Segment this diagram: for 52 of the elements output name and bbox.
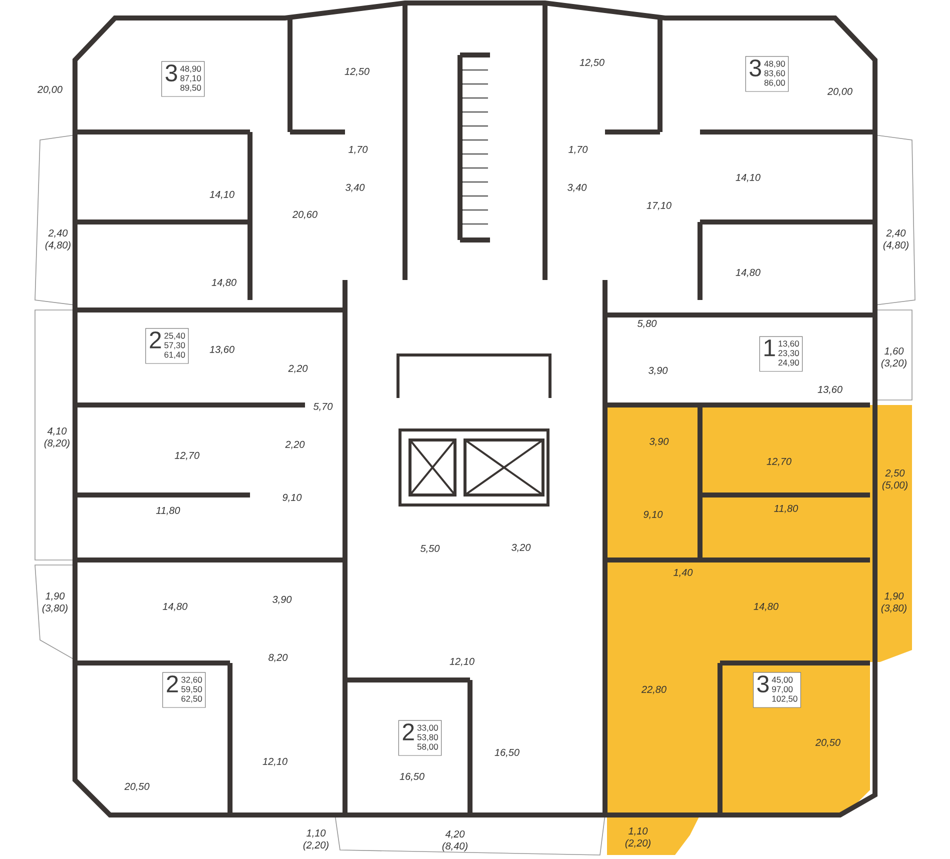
- area-label: 3,90: [648, 366, 668, 376]
- area-label: 5,80: [638, 320, 657, 328]
- area-label: 9,10: [644, 510, 663, 520]
- area-label: 14,80: [754, 602, 778, 612]
- area-label: 9,10: [282, 494, 302, 502]
- area-label: 14,10: [736, 174, 760, 182]
- area-label: 3,40: [568, 184, 587, 192]
- area-label: 1,60 (3,20): [881, 347, 906, 369]
- area-label: 2,40 (4,80): [45, 229, 70, 251]
- area-label: 20,00: [37, 86, 62, 94]
- area-label: 22,80: [641, 686, 666, 694]
- area-label: 2,20: [288, 364, 308, 374]
- area-label: 1,70: [568, 146, 588, 154]
- area-label: 12,70: [766, 458, 792, 466]
- area-label: 3,90: [650, 438, 669, 446]
- area-label: 1,90 (3,80): [881, 592, 906, 614]
- area-label: 11,80: [156, 506, 180, 516]
- area-label: 12,50: [580, 58, 604, 68]
- area-label: 3,90: [272, 596, 292, 604]
- area-label: 13,60: [210, 346, 234, 354]
- area-label: 12,10: [262, 758, 288, 766]
- area-label: 3,40: [346, 184, 365, 192]
- area-label: 17,10: [646, 202, 672, 210]
- area-label: 5,70: [314, 402, 333, 412]
- area-label: 12,10: [450, 658, 474, 666]
- area-label: 5,50: [420, 544, 440, 554]
- area-label: 2,20: [285, 440, 305, 450]
- area-label: 11,80: [774, 504, 798, 514]
- area-label: 1,10 (2,20): [625, 827, 650, 848]
- area-label: 16,50: [494, 748, 520, 758]
- area-label: 16,50: [400, 772, 424, 782]
- area-label: 20,60: [292, 210, 318, 220]
- area-label: 4,10 (8,20): [44, 427, 70, 448]
- area-label: 3,20: [512, 544, 531, 552]
- area-label: 20,50: [124, 782, 150, 792]
- area-label: 12,50: [344, 68, 370, 76]
- area-label: 12,70: [174, 452, 200, 460]
- area-label: 2,50 (5,00): [882, 469, 908, 490]
- area-label: 20,50: [815, 738, 840, 748]
- area-label: 14,80: [212, 278, 236, 288]
- area-label: 8,20: [268, 654, 288, 662]
- area-label: 4,20 (8,40): [442, 830, 468, 852]
- area-label: 20,00: [827, 88, 852, 96]
- area-label: 14,10: [210, 190, 234, 200]
- area-label: 1,90 (3,80): [42, 592, 68, 614]
- area-label: 2,40 (4,80): [883, 229, 908, 251]
- area-label: 13,60: [818, 386, 842, 394]
- area-label: 1,10 (2,20): [303, 829, 328, 850]
- area-label: 14,80: [736, 268, 760, 278]
- area-label: 1,40: [674, 568, 693, 578]
- area-label: 14,80: [162, 602, 188, 612]
- area-label: 1,70: [348, 146, 368, 154]
